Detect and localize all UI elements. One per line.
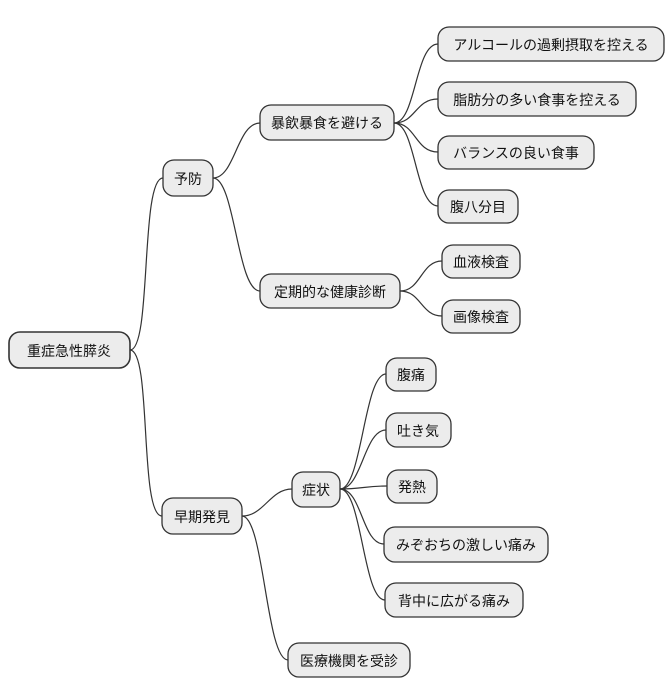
node-abdominal-pain-label: 腹痛 [397, 367, 425, 383]
node-limit-fatty-food-box [437, 81, 637, 117]
node-limit-fatty-food: 脂肪分の多い食事を控える [437, 81, 637, 117]
edge-prevention-avoid-overeating [212, 122, 261, 179]
node-nausea-label: 吐き気 [397, 423, 439, 439]
edge-avoid-overeating-limit-fatty-food [393, 98, 439, 124]
node-prevention-box [162, 159, 214, 197]
node-early-detection: 早期発見 [161, 497, 243, 535]
node-root-box [8, 331, 131, 369]
edge-symptoms-epigastric-pain [339, 488, 385, 545]
node-regular-checkup-label: 定期的な健康診断 [274, 284, 386, 300]
node-imaging-test: 画像検査 [441, 299, 521, 334]
node-balanced-diet-box [437, 135, 595, 170]
node-fever: 発熱 [386, 469, 438, 504]
node-early-detection-box [161, 497, 243, 535]
node-epigastric-pain: みぞおちの激しい痛み [383, 526, 549, 563]
edge-root-prevention [129, 177, 164, 351]
node-back-pain: 背中に広がる痛み [384, 582, 524, 618]
node-layer: 重症急性膵炎 予防 暴飲暴食を避ける アルコールの過剰摂取を控える 脂肪分の多い… [8, 26, 665, 678]
edge-symptoms-back-pain [339, 488, 386, 601]
node-moderate-eating: 腹八分目 [437, 189, 519, 224]
node-fever-label: 発熱 [398, 479, 426, 495]
node-symptoms-label: 症状 [302, 482, 330, 498]
node-avoid-overeating-label: 暴飲暴食を避ける [271, 115, 383, 131]
node-epigastric-pain-label: みぞおちの激しい痛み [396, 537, 536, 553]
node-limit-alcohol: アルコールの過剰摂取を控える [437, 26, 665, 62]
edge-symptoms-abdominal-pain [339, 373, 387, 490]
node-prevention-label: 予防 [174, 171, 202, 187]
node-see-doctor: 医療機関を受診 [287, 642, 411, 678]
node-prevention: 予防 [162, 159, 214, 197]
node-symptoms: 症状 [291, 471, 341, 508]
node-blood-test-box [441, 244, 521, 279]
node-see-doctor-box [287, 642, 411, 678]
node-abdominal-pain: 腹痛 [385, 357, 437, 392]
node-balanced-diet-label: バランスの良い食事 [453, 145, 579, 161]
node-see-doctor-label: 医療機関を受診 [300, 653, 398, 669]
node-fever-box [386, 469, 438, 504]
edge-layer [129, 43, 443, 661]
node-regular-checkup-box [259, 273, 401, 309]
node-moderate-eating-label: 腹八分目 [450, 199, 506, 215]
edge-prevention-regular-checkup [212, 177, 261, 292]
edge-early-detection-symptoms [241, 488, 293, 517]
node-back-pain-box [384, 582, 524, 618]
edge-avoid-overeating-limit-alcohol [393, 43, 439, 124]
node-regular-checkup: 定期的な健康診断 [259, 273, 401, 309]
node-imaging-test-box [441, 299, 521, 334]
edge-regular-checkup-blood-test [399, 260, 443, 292]
node-nausea: 吐き気 [385, 412, 452, 448]
edge-avoid-overeating-moderate-eating [393, 122, 439, 207]
node-symptoms-box [291, 471, 341, 508]
node-blood-test-label: 血液検査 [453, 254, 509, 270]
edge-symptoms-nausea [339, 429, 387, 490]
edge-regular-checkup-imaging-test [399, 290, 443, 317]
node-blood-test: 血液検査 [441, 244, 521, 279]
node-root-label: 重症急性膵炎 [27, 343, 111, 359]
edge-early-detection-see-doctor [241, 515, 289, 661]
edge-symptoms-fever [339, 485, 388, 490]
node-root: 重症急性膵炎 [8, 331, 131, 369]
node-abdominal-pain-box [385, 357, 437, 392]
node-epigastric-pain-box [383, 526, 549, 563]
node-balanced-diet: バランスの良い食事 [437, 135, 595, 170]
node-avoid-overeating: 暴飲暴食を避ける [259, 104, 395, 141]
node-moderate-eating-box [437, 189, 519, 224]
node-imaging-test-label: 画像検査 [453, 309, 509, 325]
node-limit-alcohol-label: アルコールの過剰摂取を控える [453, 37, 648, 53]
node-early-detection-label: 早期発見 [174, 509, 230, 525]
edge-root-early-detection [129, 349, 163, 517]
node-back-pain-label: 背中に広がる痛み [398, 593, 510, 609]
node-nausea-box [385, 412, 452, 448]
node-limit-fatty-food-label: 脂肪分の多い食事を控える [453, 92, 621, 108]
node-avoid-overeating-box [259, 104, 395, 141]
edge-avoid-overeating-balanced-diet [393, 122, 439, 153]
node-limit-alcohol-box [437, 26, 665, 62]
